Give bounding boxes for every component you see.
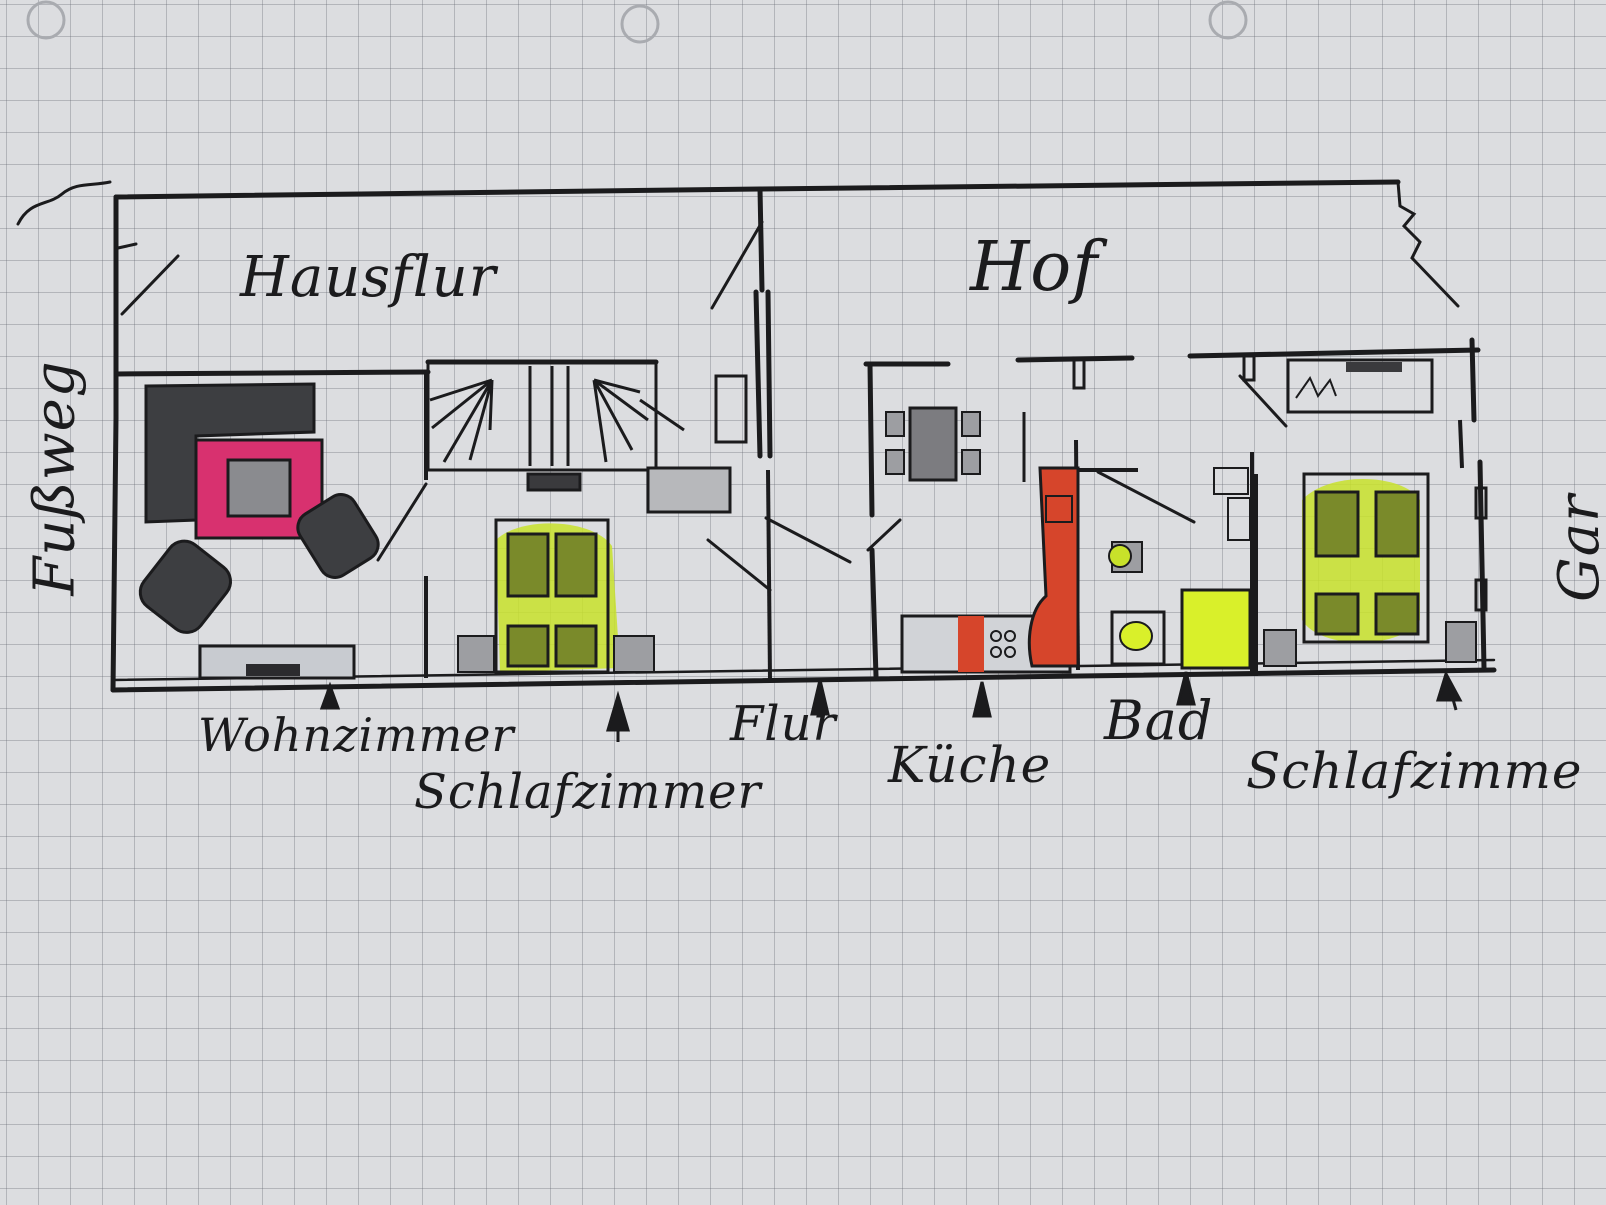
- schlafzimmer-2-bed: [1263, 358, 1477, 667]
- punch-holes: [26, 0, 1248, 44]
- label-schlafzimmer-1: Schlafzimmer: [414, 764, 762, 820]
- label-wohnzimmer: Wohnzimmer: [198, 708, 515, 762]
- flur-cabinets: [646, 374, 748, 514]
- door-swings: [116, 220, 1288, 592]
- label-hausflur: Hausflur: [240, 245, 497, 310]
- label-fussweg: Fußweg: [22, 360, 88, 596]
- kueche-furniture: [885, 406, 1080, 674]
- window-marks: [1072, 354, 1488, 612]
- label-hof: Hof: [970, 228, 1099, 307]
- staircase: [426, 360, 685, 492]
- wohnzimmer-furniture: [138, 382, 380, 680]
- label-kueche: Küche: [888, 736, 1052, 794]
- schlafzimmer-1-bed: [457, 518, 655, 674]
- label-bad: Bad: [1104, 689, 1214, 752]
- label-garten: Gar: [1546, 494, 1606, 602]
- entry-arrows: [319, 670, 1463, 742]
- label-flur: Flur: [730, 696, 837, 752]
- label-schlafzimmer-2: Schlafzimme: [1246, 742, 1583, 800]
- bad-furniture: [1108, 467, 1252, 670]
